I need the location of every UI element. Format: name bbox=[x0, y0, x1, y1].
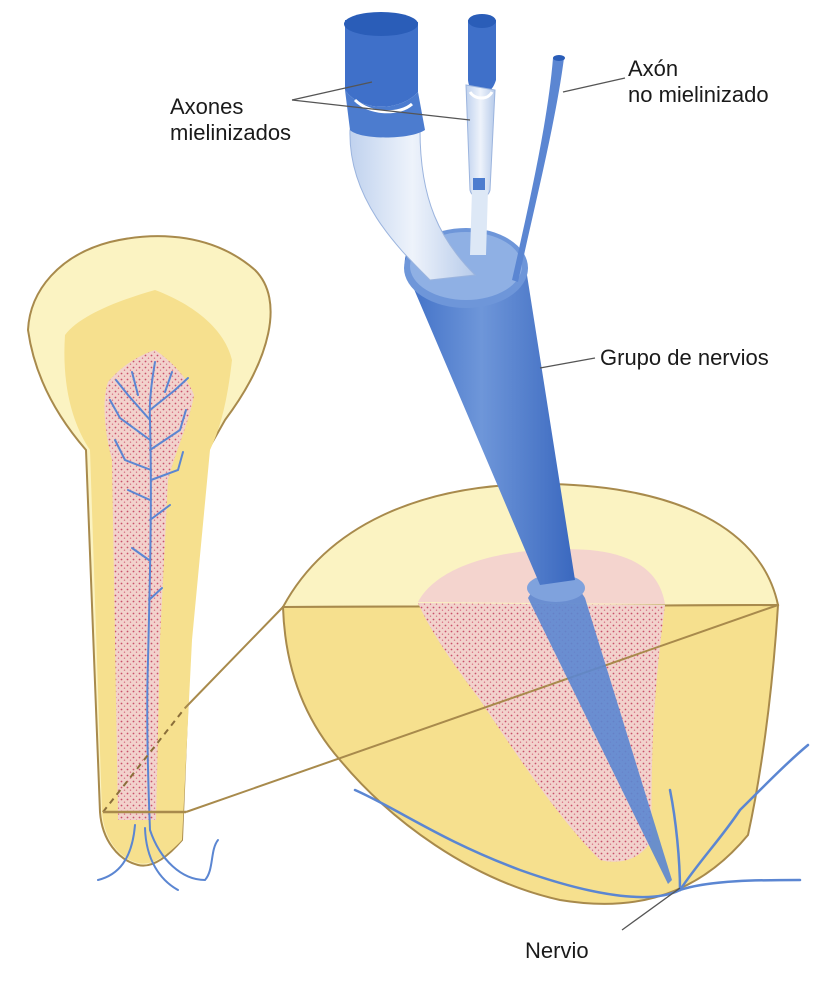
tooth-longitudinal-section bbox=[28, 236, 271, 890]
label-unmyelinated-axon: Axón no mielinizado bbox=[628, 56, 769, 108]
label-myelinated-line1: Axones bbox=[170, 94, 291, 120]
label-myelinated-line2: mielinizados bbox=[170, 120, 291, 146]
label-unmyelinated-line1: Axón bbox=[628, 56, 769, 82]
label-nerve-bundle: Grupo de nervios bbox=[600, 345, 769, 371]
label-unmyelinated-line2: no mielinizado bbox=[628, 82, 769, 108]
myelinated-axon bbox=[466, 14, 496, 255]
label-nerve: Nervio bbox=[525, 938, 589, 964]
label-myelinated-axons: Axones mielinizados bbox=[170, 94, 291, 146]
tooth-cross-section-block bbox=[185, 484, 808, 904]
unmyelinated-axon bbox=[512, 55, 565, 282]
